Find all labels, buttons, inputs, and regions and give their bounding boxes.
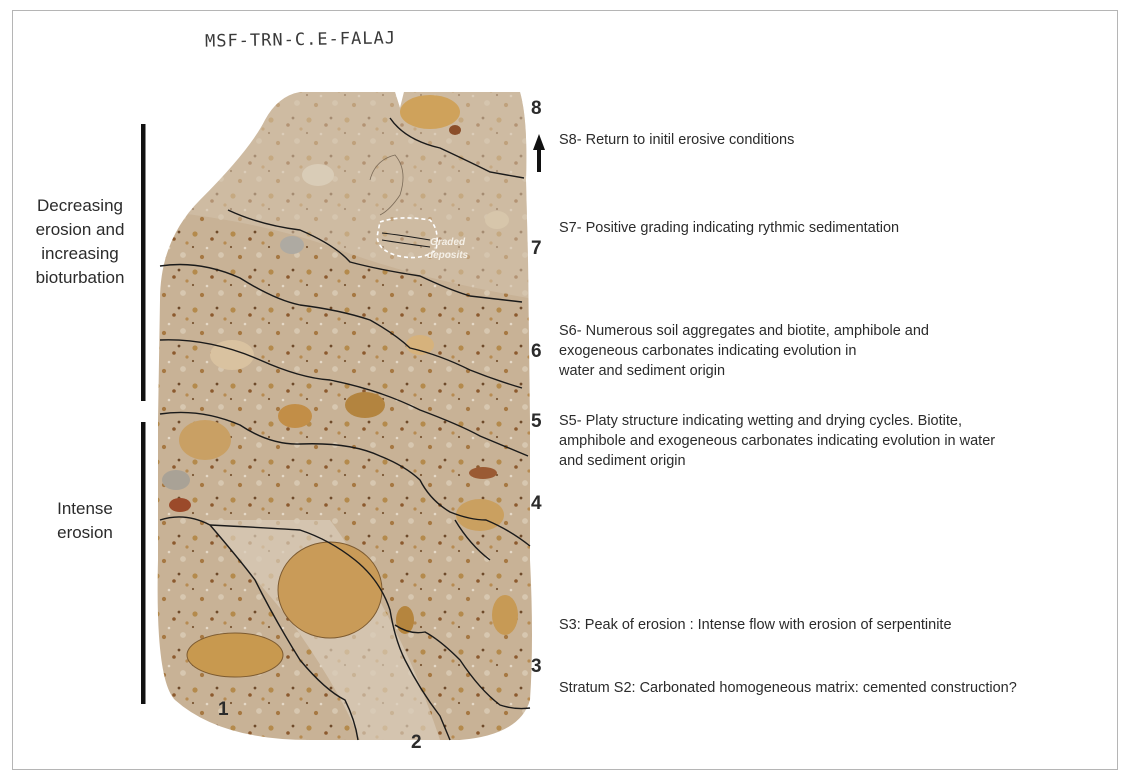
graded-deposits-label: Graded deposits [427,236,468,262]
upper-range-bar [141,124,146,401]
unit-number-6: 6 [531,341,542,363]
unit-number-7: 7 [531,238,542,260]
lower-range-bar [141,422,146,704]
description-s2: Stratum S2: Carbonated homogeneous matri… [559,678,1017,698]
unit-number-1: 1 [218,699,229,721]
unit-number-8: 8 [531,98,542,120]
thin-section-sample [150,85,540,750]
unit-number-2: 2 [411,732,422,754]
description-s6: S6- Numerous soil aggregates and biotite… [559,321,929,381]
unit-number-5: 5 [531,411,542,433]
upper-annotation: Decreasing erosion and increasing biotur… [20,194,140,290]
unit-number-4: 4 [531,493,542,515]
unit-number-3: 3 [531,656,542,678]
description-s7: S7- Positive grading indicating rythmic … [559,218,899,238]
description-s5: S5- Platy structure indicating wetting a… [559,411,995,471]
lower-annotation: Intense erosion [40,497,130,545]
description-s3: S3: Peak of erosion : Intense flow with … [559,615,952,635]
description-s8: S8- Return to initil erosive conditions [559,130,794,150]
up-arrow-icon [533,134,545,172]
